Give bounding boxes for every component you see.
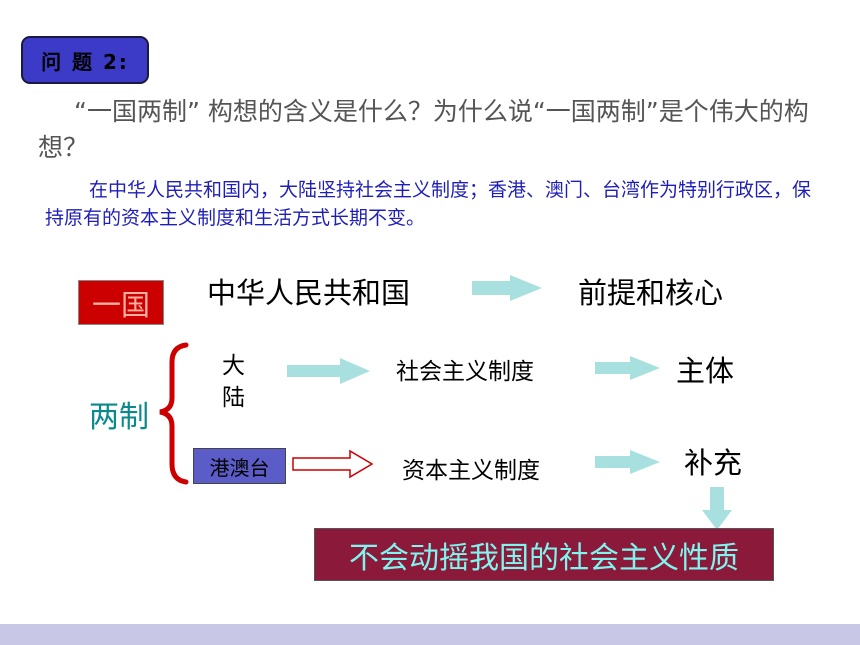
- supplement-label: 补充: [684, 446, 743, 480]
- liangzhi-label: 两制: [89, 400, 149, 435]
- capitalism-label: 资本主义制度: [402, 458, 540, 484]
- brace: [159, 342, 189, 485]
- arrow-supplement-conclusion: [702, 487, 732, 530]
- arrow-hmt-capitalism: [292, 449, 374, 479]
- conclusion-box: 不会动摇我国的社会主义性质: [314, 528, 774, 581]
- hmt-box: 港澳台: [193, 448, 286, 484]
- arrow-mainland-socialism: [287, 358, 370, 384]
- mainbody-label: 主体: [676, 354, 735, 388]
- premise-label: 前提和核心: [578, 276, 724, 310]
- prc-label: 中华人民共和国: [207, 276, 411, 310]
- arrow-capitalism-supplement: [595, 450, 660, 474]
- yiguo-box: 一国: [78, 280, 164, 325]
- footer-band: [0, 624, 860, 645]
- answer-text: 在中华人民共和国内，大陆坚持社会主义制度；香港、澳门、台湾作为特别行政区，保持原…: [45, 179, 812, 229]
- arrow-socialism-mainbody: [595, 356, 660, 380]
- arrow-prc-premise: [472, 275, 542, 301]
- socialism-label: 社会主义制度: [396, 359, 534, 385]
- question-text: “一国两制” 构想的含义是什么？为什么说“一国两制”是个伟大的构想？: [38, 97, 809, 162]
- mainland-label: 大陆: [222, 353, 245, 411]
- question-badge: 问 题 2:: [21, 36, 149, 84]
